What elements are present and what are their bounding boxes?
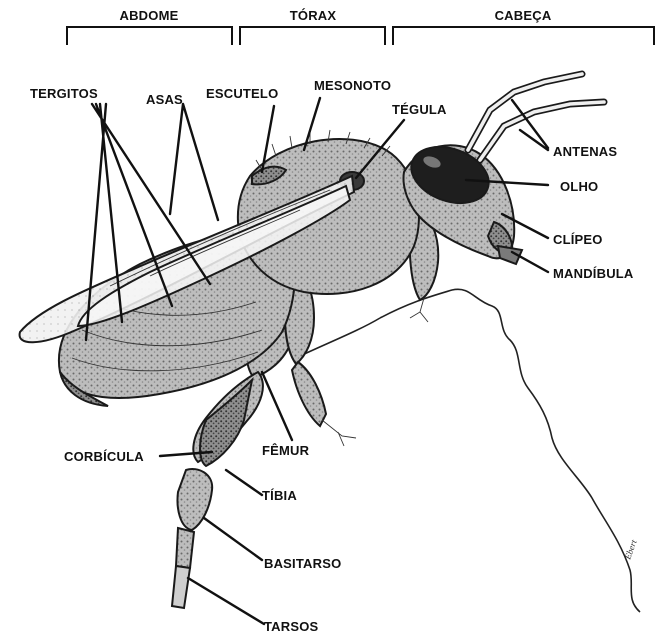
label-tarsos: TARSOS xyxy=(264,619,319,634)
label-tergitos: TERGITOS xyxy=(30,86,98,101)
leader-basitarso xyxy=(204,518,262,560)
label-corbicula: CORBÍCULA xyxy=(64,449,144,464)
leader-femur xyxy=(262,372,292,440)
label-mandibula: MANDÍBULA xyxy=(553,266,634,281)
label-femur: FÊMUR xyxy=(262,443,310,458)
bracket-cabeca xyxy=(393,27,654,45)
label-tegula: TÉGULA xyxy=(392,102,447,117)
region-brackets: ABDOME TÓRAX CABEÇA xyxy=(67,8,654,45)
label-olho: OLHO xyxy=(560,179,598,194)
label-escutelo: ESCUTELO xyxy=(206,86,278,101)
label-mesonoto: MESONOTO xyxy=(314,78,391,93)
label-basitarso: BASITARSO xyxy=(264,556,341,571)
rock-outline xyxy=(380,289,640,612)
label-tibia: TÍBIA xyxy=(262,488,297,503)
label-clipeo: CLÍPEO xyxy=(553,232,603,247)
leader-tibia xyxy=(226,470,262,495)
region-label-torax: TÓRAX xyxy=(290,8,337,23)
bracket-abdome xyxy=(67,27,232,45)
region-label-cabeca: CABEÇA xyxy=(495,8,552,23)
region-label-abdome: ABDOME xyxy=(120,8,179,23)
label-asas: ASAS xyxy=(146,92,183,107)
artist-signature: Ebert xyxy=(622,538,639,562)
leader-asas xyxy=(170,104,218,220)
label-antenas: ANTENAS xyxy=(553,144,617,159)
bracket-torax xyxy=(240,27,385,45)
leader-tarsos xyxy=(188,578,264,624)
